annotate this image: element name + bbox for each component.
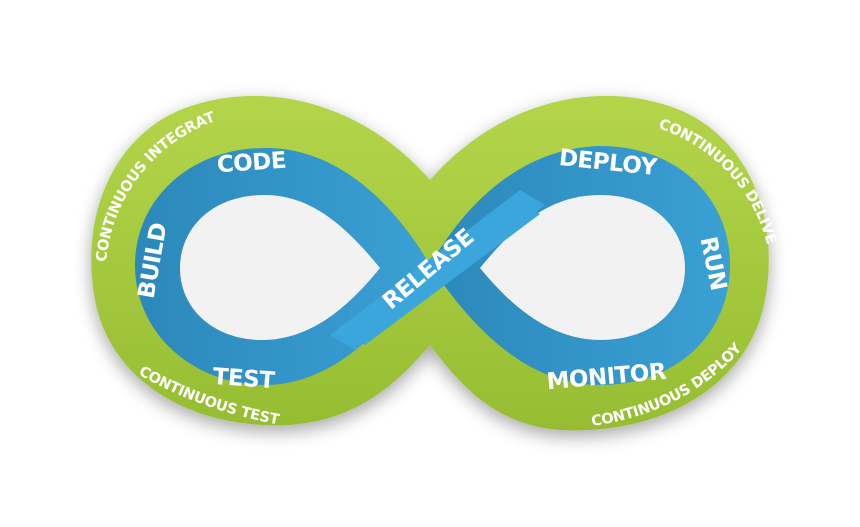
stage-test: TEST	[212, 364, 276, 394]
inner-holes	[180, 195, 685, 340]
stage-code: CODE	[216, 148, 287, 179]
release-ribbon	[342, 200, 540, 345]
